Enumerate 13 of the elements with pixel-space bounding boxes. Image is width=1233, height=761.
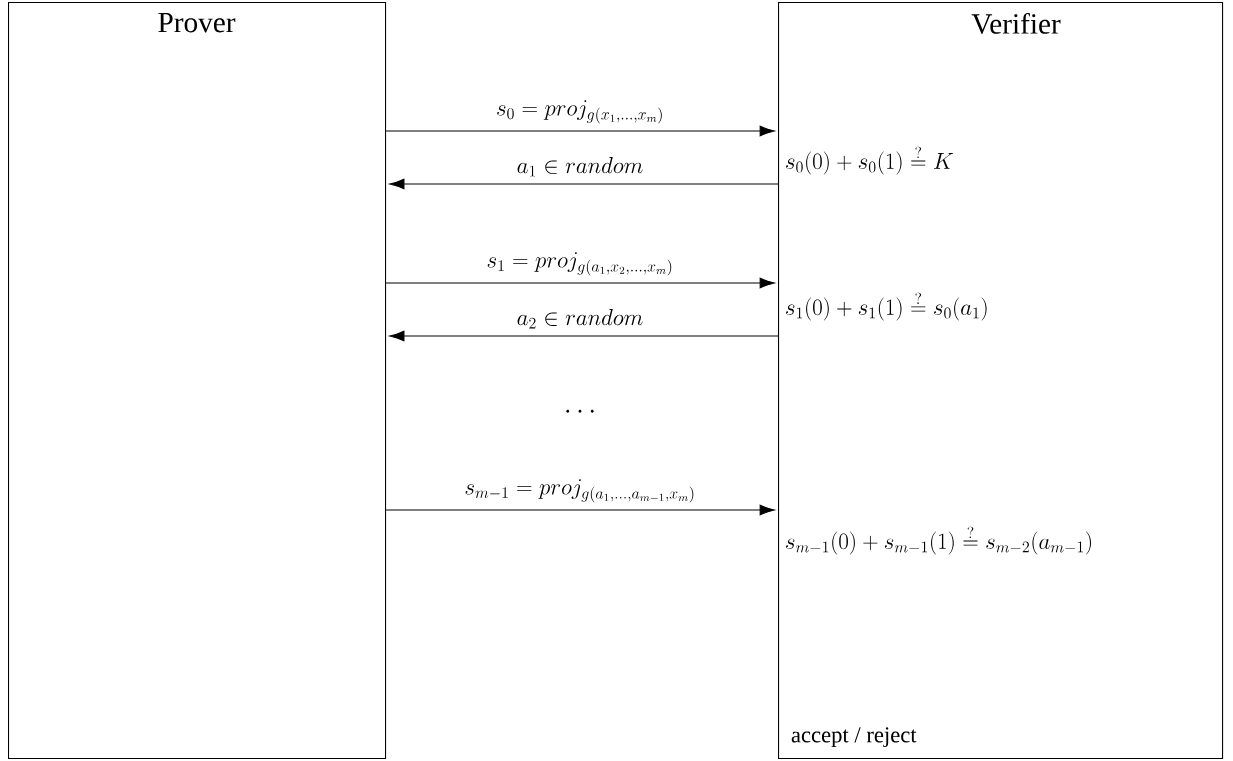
edge-label: $a_2 \in random$	[515, 307, 645, 330]
arrow	[385, 504, 775, 516]
participant-box: Verifier $s_0(0) + s_0(1) \stackrel{?}{=} K$ $s_1(0) + s_1(1) \stackrel{?}{=} s_0(a_1)$ $s_{m-1}(0) + s_{m-1}(1) \stackrel{?}{=} s_{m-2}(a_{m-1})$ accept / reject	[778, 2, 1224, 760]
edge-label: $s_1 = proj_{g(a_1,x_2,\ldots,x_m)}$	[485, 250, 675, 277]
edge-label: $s_{m-1} = proj_{g(a_1,\ldots,a_{m-1},x_m)}$	[463, 477, 697, 504]
arrow	[389, 330, 779, 342]
arrow	[385, 277, 775, 289]
participant-box: Prover	[8, 2, 387, 760]
arrow	[385, 125, 775, 137]
edge-label: $a_1 \in random$	[515, 155, 645, 178]
ellipsis: $\cdots$	[566, 409, 594, 413]
edge-label: $s_0 = proj_{g(x_1,\ldots,x_m)}$	[494, 98, 666, 125]
arrow	[389, 178, 779, 190]
